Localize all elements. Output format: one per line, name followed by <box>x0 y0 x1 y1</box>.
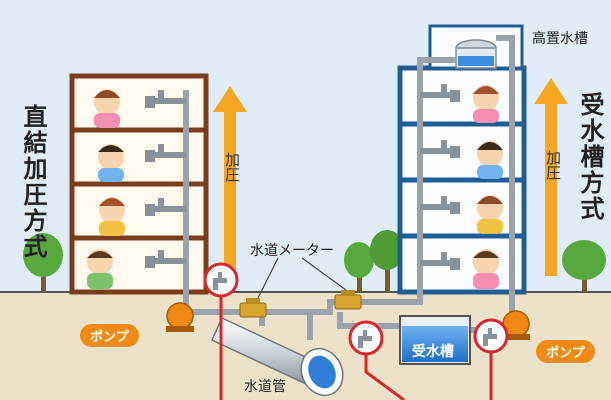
meter-left <box>239 298 267 318</box>
right-faucets <box>420 84 460 270</box>
receiving-tank-shape <box>399 315 471 365</box>
left-arrow-label: 加圧 <box>223 152 241 182</box>
right-residents <box>473 85 503 289</box>
tree-right-2 <box>562 240 606 292</box>
tree-middle <box>344 242 374 292</box>
water-meter-label: 水道メーター <box>250 243 334 259</box>
pump-right-label: ポンプ <box>536 340 595 363</box>
highlight-faucet-1 <box>203 262 239 400</box>
water-main <box>211 305 344 397</box>
tree-right-1 <box>370 230 404 292</box>
left-residents <box>87 89 125 289</box>
right-pressure-arrow <box>534 78 568 276</box>
right-down-pipe <box>417 57 456 292</box>
highlight-faucet-2 <box>348 320 405 400</box>
left-pressure-arrow <box>213 86 247 284</box>
right-up-pipe <box>496 35 515 300</box>
water-main-label: 水道管 <box>244 379 286 395</box>
pump-left-label: ポンプ <box>80 324 139 347</box>
tree-left <box>23 233 63 292</box>
receiving-tank-label: 受水槽 <box>412 344 454 360</box>
elevated-tank-label: 高置水槽 <box>532 31 588 47</box>
elevated-tank-shape <box>455 39 497 69</box>
pump-left-shape <box>166 302 194 332</box>
right-arrow-label: 加圧 <box>544 150 562 180</box>
right-system-title: 受水槽方式 <box>576 92 604 222</box>
meter-leader-lines <box>257 257 347 299</box>
meter-right <box>334 290 362 310</box>
left-faucets <box>145 90 186 268</box>
highlight-faucet-3 <box>473 318 509 400</box>
tank-inlet-pipe <box>337 312 400 329</box>
left-system-title: 直結加圧方式 <box>19 104 47 260</box>
